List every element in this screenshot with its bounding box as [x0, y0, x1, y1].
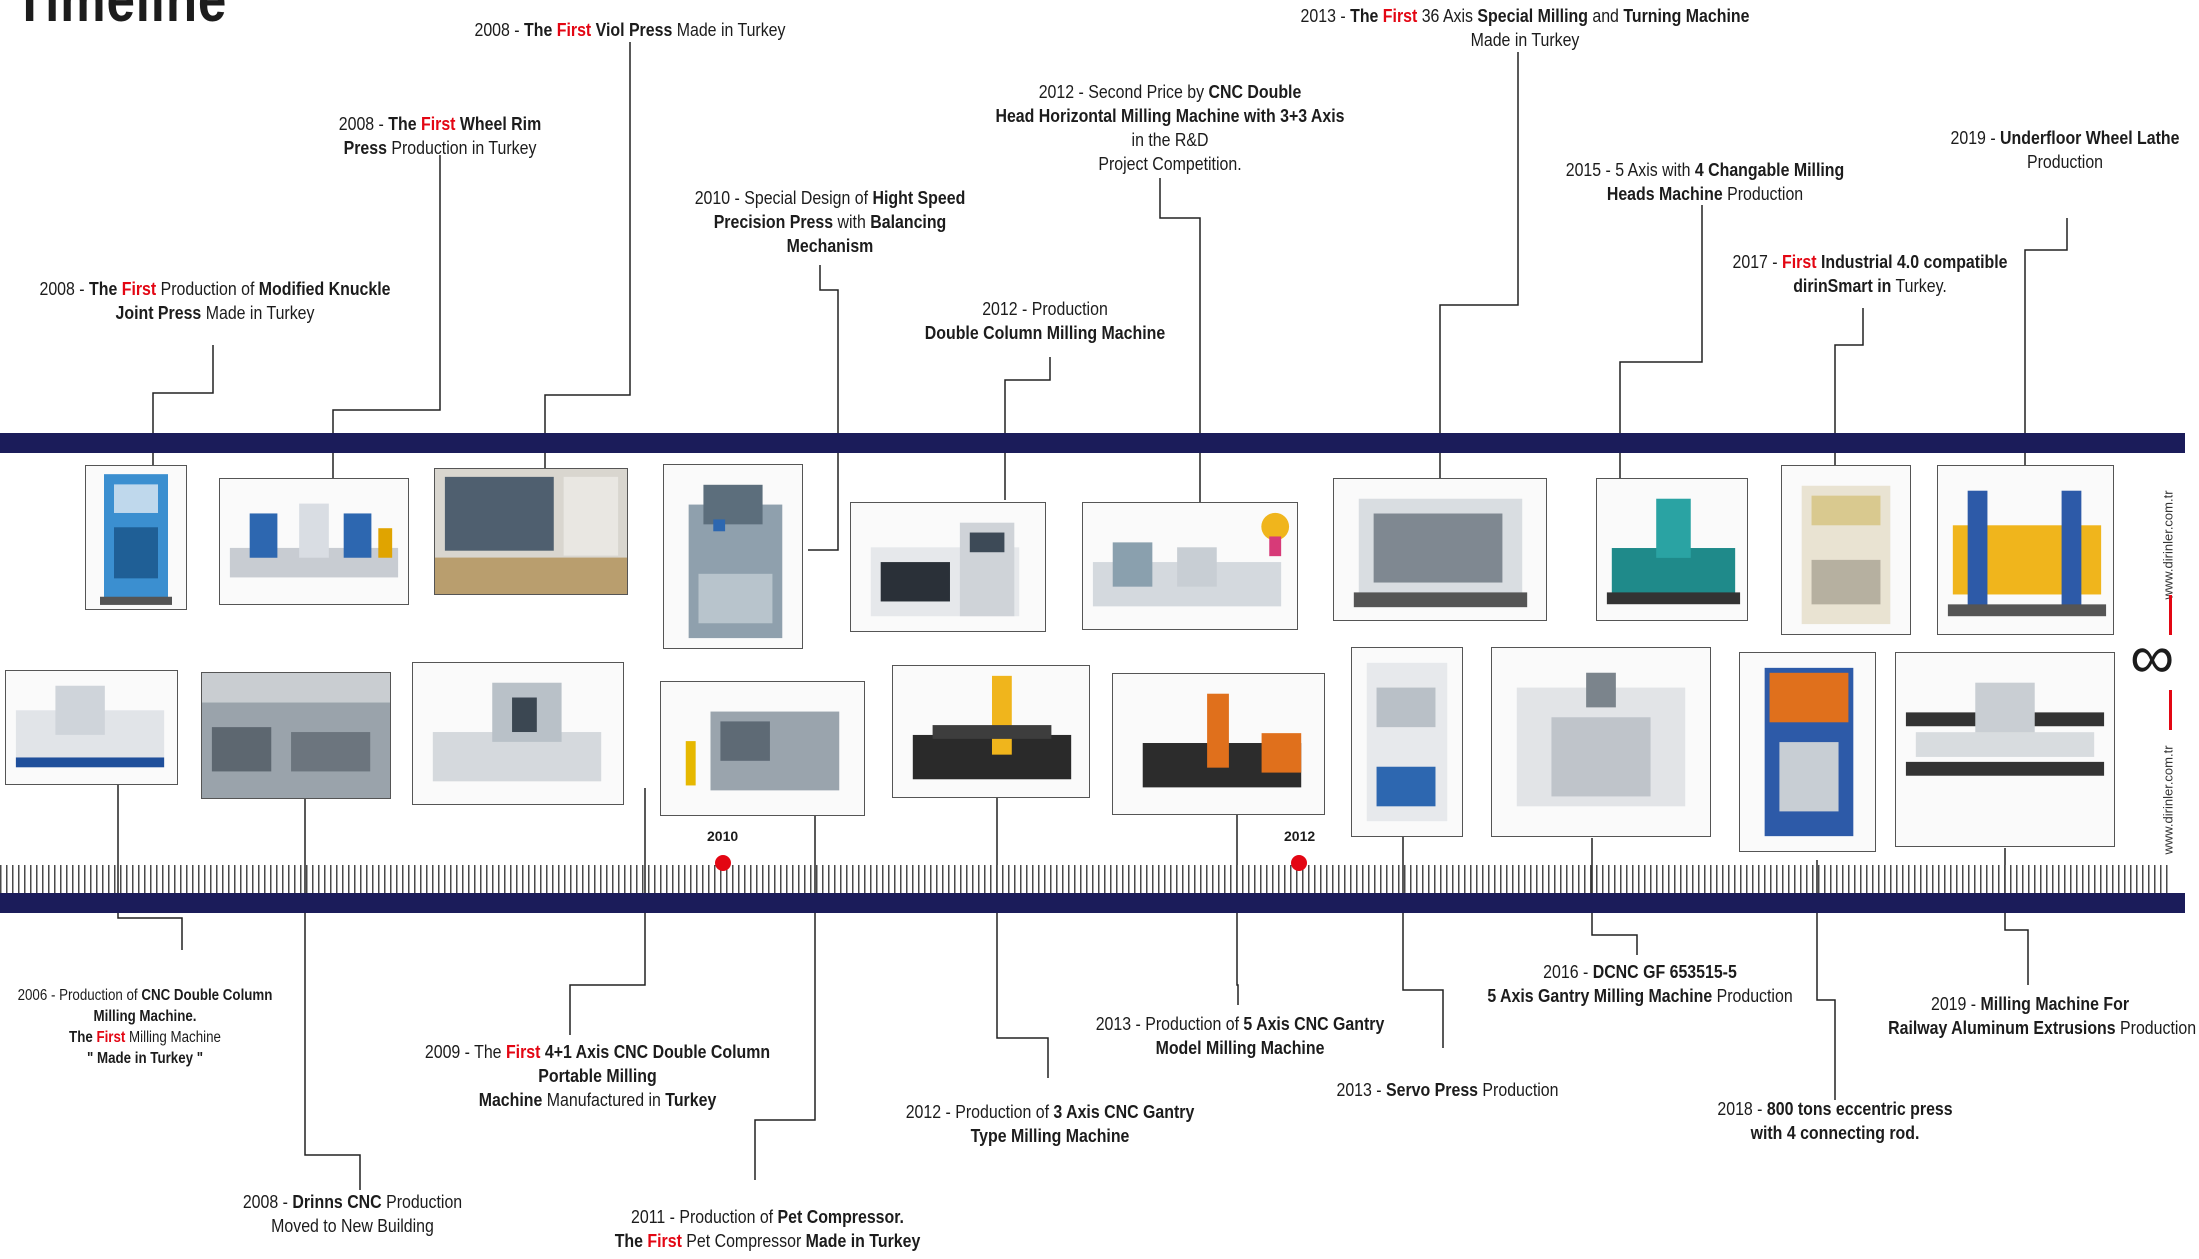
caption-2012-double-column: 2012 - Production Double Column Milling …: [924, 298, 1166, 343]
lower-timeline-band: [0, 893, 2185, 913]
year-dot-2012: [1291, 855, 1307, 871]
caption-2012-second-prize: 2012 - Second Price by CNC Double Head H…: [995, 81, 1345, 174]
caption-2009-portable-milling: 2009 - The First 4+1 Axis CNC Double Col…: [424, 1041, 771, 1110]
arrow-down: [2169, 595, 2172, 635]
cnc-double-column-photo: [5, 670, 178, 785]
year-dot-2010: [715, 855, 731, 871]
caption-2008-drinns-cnc: 2008 - Drinns CNC Production Moved to Ne…: [242, 1191, 463, 1236]
viol-press-photo: [434, 468, 628, 595]
caption-2015-5-axis: 2015 - 5 Axis with 4 Changable Milling H…: [1565, 159, 1845, 204]
infinity-icon: ∞: [2130, 623, 2175, 692]
3-axis-gantry-photo: [892, 665, 1090, 798]
wheel-rim-press-photo: [219, 478, 409, 605]
double-column-milling-photo: [850, 502, 1046, 632]
caption-2013-36-axis: 2013 - The First 36 Axis Special Milling…: [1300, 5, 1750, 50]
upper-timeline-band: [0, 433, 2185, 453]
800-ton-press-photo: [1739, 652, 1876, 852]
caption-2011-pet-compressor: 2011 - Production of Pet Compressor. The…: [614, 1206, 921, 1251]
caption-2019-railway-milling: 2019 - Milling Machine For Railway Alumi…: [1888, 993, 2197, 1038]
railway-extrusion-milling-photo: [1895, 652, 2115, 847]
website-label-top: www.dirinler.com.tr: [2160, 490, 2176, 600]
5-axis-gantry-photo: [1112, 673, 1325, 815]
portable-milling-photo: [412, 662, 624, 805]
caption-2019-underfloor-lathe: 2019 - Underfloor Wheel Lathe Production: [1950, 127, 2180, 172]
caption-2013-servo-press: 2013 - Servo Press Production: [1336, 1079, 1559, 1100]
caption-2016-dcnc-gantry: 2016 - DCNC GF 653515-5 5 Axis Gantry Mi…: [1487, 961, 1793, 1006]
36-axis-milling-turning-photo: [1333, 478, 1547, 621]
underfloor-wheel-lathe-photo: [1937, 465, 2114, 635]
double-head-horizontal-milling-photo: [1082, 502, 1298, 630]
caption-2012-3-axis-gantry: 2012 - Production of 3 Axis CNC Gantry T…: [905, 1101, 1195, 1146]
caption-2008-knuckle-press: 2008 - The First Production of Modified …: [39, 278, 391, 323]
dirinsmart-press-photo: [1781, 465, 1911, 635]
pet-compressor-photo: [660, 681, 865, 816]
precision-press-photo: [663, 464, 803, 649]
servo-press-photo: [1351, 647, 1463, 837]
caption-2008-viol-press: 2008 - The First Viol Press Made in Turk…: [474, 19, 786, 40]
page-title: Timeline: [14, 0, 227, 36]
new-building-photo: [201, 672, 391, 799]
dcnc-gantry-milling-photo: [1491, 647, 1711, 837]
timeline-ruler: [0, 865, 2170, 893]
caption-2017-industry-4: 2017 - First Industrial 4.0 compatible d…: [1732, 251, 2008, 296]
4-head-milling-photo: [1596, 478, 1748, 621]
caption-2018-eccentric-press: 2018 - 800 tons eccentric press with 4 c…: [1717, 1098, 1953, 1143]
caption-2008-wheel-rim: 2008 - The First Wheel Rim Press Product…: [338, 113, 542, 158]
caption-2010-precision-press: 2010 - Special Design of Hight Speed Pre…: [694, 187, 966, 256]
knuckle-press-photo: [85, 465, 187, 610]
year-marker-2010: 2010: [707, 828, 739, 844]
caption-2006-cnc-double-column: 2006 - Production of CNC Double Column M…: [17, 987, 273, 1067]
website-label-bottom: www.dirinler.com.tr: [2160, 745, 2176, 855]
year-marker-2012: 2012: [1284, 828, 1316, 844]
caption-2013-5-axis-gantry: 2013 - Production of 5 Axis CNC Gantry M…: [1095, 1013, 1385, 1058]
arrow-up: [2169, 690, 2172, 730]
